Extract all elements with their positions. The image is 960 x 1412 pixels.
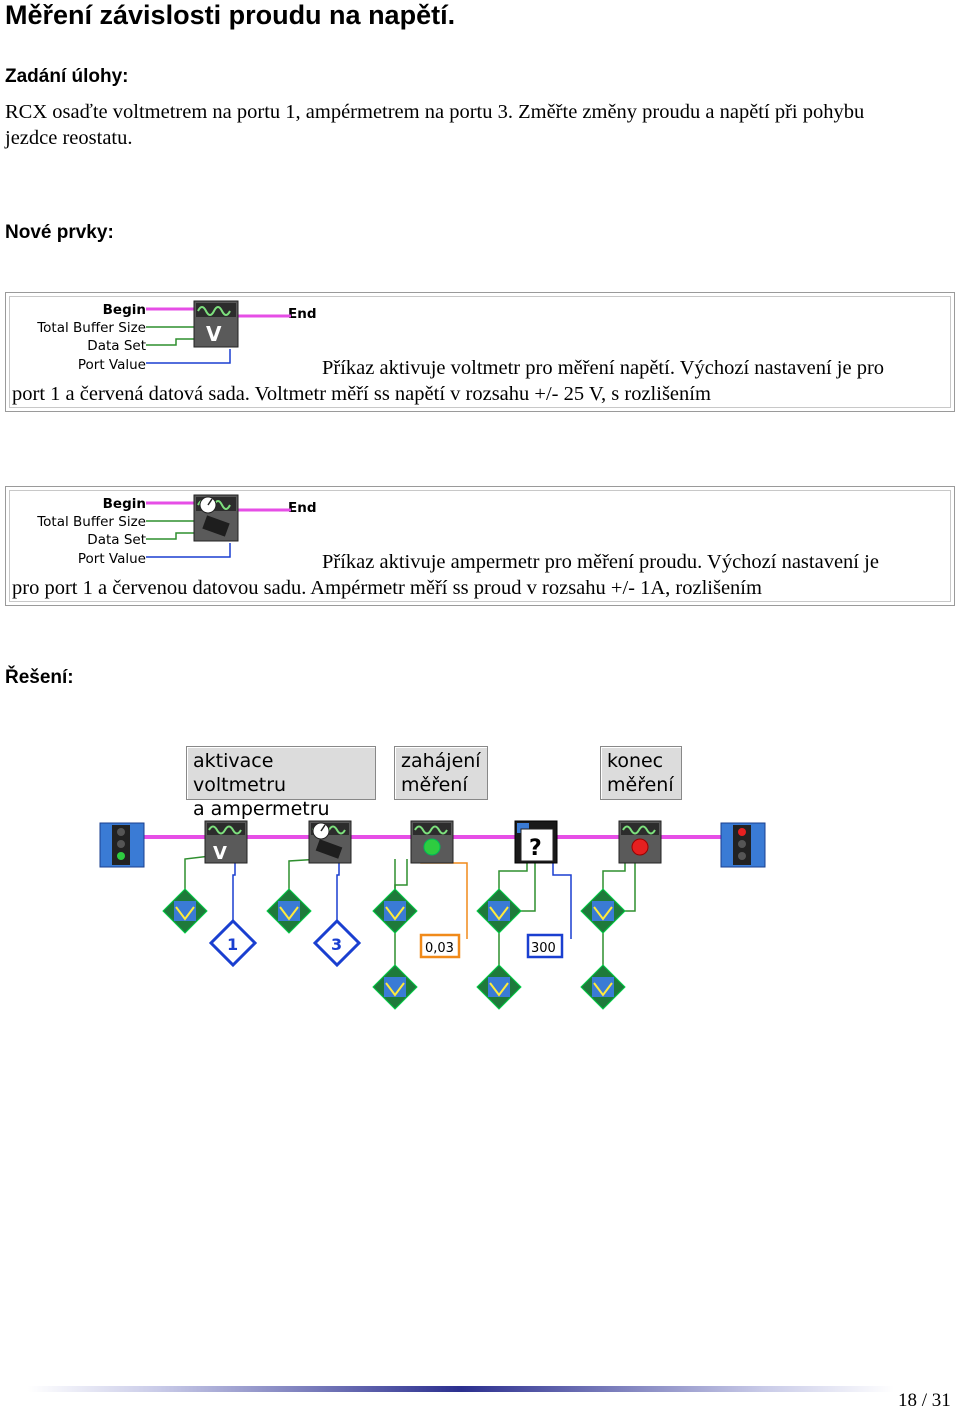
ampermeter-block-icon (146, 494, 291, 558)
new-items-heading: Nové prvky: (5, 222, 114, 243)
ampermeter-begin-label: Begin (102, 496, 146, 512)
diamond-node-icon (372, 964, 418, 1010)
question-block-icon: ? (514, 820, 558, 864)
port-constant-1-icon: 1 (208, 918, 258, 968)
task-heading: Zadání úlohy: (5, 66, 129, 87)
voltmeter-end-label: End (288, 306, 317, 322)
ampermeter-desc-line2: pro port 1 a červenou datovou sadu. Ampé… (12, 577, 762, 599)
voltmeter-desc-line2: port 1 a červená datová sada. Voltmetr m… (12, 383, 711, 405)
svg-text:3: 3 (331, 935, 342, 954)
voltmeter-port-value-label: Port Value (77, 357, 146, 373)
svg-text:V: V (206, 322, 222, 346)
task-text-line2: jezdce reostatu. (5, 127, 133, 149)
interval-constant: 0,03 (425, 941, 454, 956)
voltmeter-panel: Begin Total Buffer Size Data Set Port Va… (5, 292, 955, 412)
program-diagram: V ? 1 3 (99, 820, 766, 1010)
voltmeter-total-buffer-label: Total Buffer Size (37, 320, 146, 336)
solution-heading: Řešení: (5, 667, 74, 688)
ampermeter-port-value-label: Port Value (77, 551, 146, 567)
ampermeter-end-label: End (288, 500, 317, 516)
ampermeter-desc-line1: Příkaz aktivuje ampermetr pro měření pro… (322, 551, 879, 573)
ampermeter-panel: Begin Total Buffer Size Data Set Port Va… (5, 486, 955, 606)
svg-text:?: ? (529, 836, 542, 861)
diamond-node-icon (476, 964, 522, 1010)
voltmeter-block-icon: V (204, 820, 248, 864)
end-traffic-light-icon (720, 822, 766, 868)
stop-datalog-icon (618, 820, 662, 864)
diamond-node-icon (162, 888, 208, 934)
ampermeter-block-icon (308, 820, 352, 864)
voltmeter-block-icon: V (146, 300, 291, 364)
footer-bar (28, 1386, 894, 1392)
diamond-node-icon (266, 888, 312, 934)
start-traffic-light-icon (99, 822, 145, 868)
port-constant-3-icon: 3 (312, 918, 362, 968)
task-text-line1: RCX osaďte voltmetrem na portu 1, ampérm… (5, 101, 865, 123)
diamond-node-icon (476, 888, 522, 934)
voltmeter-desc-line1: Příkaz aktivuje voltmetr pro měření napě… (322, 357, 885, 379)
svg-text:1: 1 (227, 935, 238, 954)
page-number: 18 / 31 (898, 1390, 951, 1411)
diamond-node-icon (580, 888, 626, 934)
voltmeter-begin-label: Begin (102, 302, 146, 318)
count-constant: 300 (531, 941, 556, 956)
diamond-node-icon (372, 888, 418, 934)
voltmeter-data-set-label: Data Set (87, 338, 146, 354)
diamond-node-icon (580, 964, 626, 1010)
page-title: Měření závislosti proudu na napětí. (5, 0, 456, 30)
ampermeter-total-buffer-label: Total Buffer Size (37, 514, 146, 530)
svg-text:V: V (213, 843, 227, 864)
ampermeter-data-set-label: Data Set (87, 532, 146, 548)
start-datalog-icon (410, 820, 454, 864)
